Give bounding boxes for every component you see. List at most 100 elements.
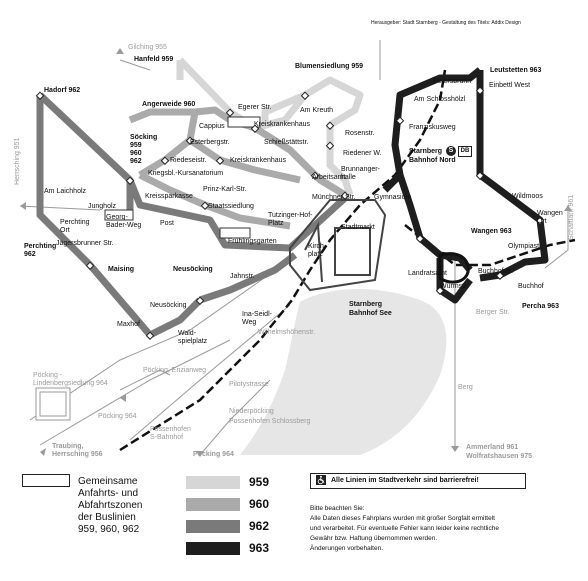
label-leutstetten: Leutstetten 963 [490, 67, 542, 74]
label-berger-str: Berger Str. [476, 309, 510, 316]
label-tutzinger-hof: Tutzinger-Hof- Platz [268, 212, 313, 227]
label-wolfratshausen: Wolfratshausen 975 [466, 453, 533, 460]
disclaimer-note: Bitte beachten Sie: Alle Daten dieses Fa… [310, 505, 499, 552]
label-wilhelmshoehenstr: Wilhelmshöhenstr. [258, 329, 316, 336]
zone-boxes [104, 116, 261, 239]
label-kreissparkasse: Kreissparkasse [145, 193, 193, 200]
label-brunnangerhalle: Brunnanger- halle [341, 166, 380, 181]
label-berg: Berg [458, 384, 473, 391]
label-muenchner-str: Münchner Str. [312, 194, 356, 201]
label-kreiskrankenhaus-1: Kreiskrankenhaus [254, 121, 311, 128]
label-neusoecking-2: Neusöcking [150, 302, 187, 309]
label-niederpoecking: Niederpöcking [229, 408, 274, 415]
s-bahn-icon: S [446, 146, 456, 156]
label-wildmoos: Wildmoos [512, 193, 543, 200]
label-franziskusweg: Franziskusweg [409, 124, 456, 131]
label-maxhof: Maxhof [117, 321, 140, 328]
label-hadorf: Hadorf 962 [44, 87, 81, 94]
label-pilotystrasse: Pilotystrasse [229, 381, 269, 388]
label-kreiskrankenhaus-2: Kreiskrankenhaus [230, 157, 287, 164]
label-fruehlingsgarten: Frühlingsgarten [228, 238, 277, 245]
label-blumensiedlung: Blumensiedlung 959 [295, 63, 364, 70]
label-prinz-karl: Prinz-Karl-Str. [203, 186, 247, 193]
label-wangen-ort: Wangen Ort [537, 210, 563, 225]
label-petersbrunn: Petersbrunn [433, 78, 472, 85]
label-ina-seidl-weg: Ina-Seidl- Weg [242, 311, 272, 326]
label-hanfeld: Hanfeld 959 [134, 56, 174, 63]
label-starnberg-see: Starnberg [349, 301, 383, 308]
label-georg-bader-weg: Georg- Bader-Weg [106, 214, 142, 229]
legend-swatch-960 [186, 498, 240, 511]
label-soecking: Söcking 959 960 962 [130, 134, 158, 165]
label-poecking-964: Pöcking 964 [98, 413, 137, 420]
label-wuermstr: Würmstr. [440, 283, 468, 290]
legend-zone-text: Gemeinsame Anfahrts- und Abfahrtszonen d… [78, 476, 143, 535]
legend-swatch-962 [186, 520, 240, 533]
legend-swatch-959 [186, 476, 240, 489]
label-percha-963: Percha 963 [522, 303, 559, 310]
db-icon: DB [458, 146, 472, 157]
label-schaeftlarn: Schäftlarn 961 [568, 194, 575, 240]
label-possenhofen-schlossberg: Possenhofen Schlossberg [229, 418, 311, 425]
stops [35, 86, 545, 340]
label-poecking-lindenberg: Pöcking - Lindenbergsiedlung 964 [33, 372, 108, 387]
label-esterbergstr: Esterbergstr. [190, 139, 230, 146]
label-einbettl: Einbettl West [489, 82, 531, 89]
credit-text: Herausgeber: Stadt Starnberg - Gestaltun… [371, 20, 521, 26]
label-kriegsbl: Kriegsbl.-Kursanatorium [148, 170, 224, 177]
label-am-kreuth: Am Kreuth [300, 107, 334, 114]
legend-label-962: 962 [249, 519, 270, 533]
label-stadtmarkt: Stadtmarkt [341, 224, 375, 231]
label-schlosshoelzl: Am Schlosshölzl [414, 96, 466, 103]
legend-zone-swatch [22, 474, 70, 487]
label-possenhofen-sbahnhof: Possenhofen S-Bahnhof [150, 426, 191, 441]
label-neusoecking: Neusöcking [173, 266, 213, 273]
label-poecking-enzianweg: Pöcking, Enzianweg [143, 367, 207, 374]
barrierefrei-notice: Alle Linien im Stadtverkehr sind barrier… [310, 473, 526, 489]
label-rosenstr: Rosenstr. [345, 130, 375, 137]
label-olympiastr: Olympiastr. [508, 243, 544, 250]
label-wangen-963: Wangen 963 [471, 228, 512, 235]
label-traubing-herrsching: Traubing, Herrsching 956 [52, 443, 103, 458]
road-network [19, 40, 569, 456]
label-buchhofstr: Buchhofstr. [478, 268, 514, 275]
legend-label-959: 959 [249, 475, 270, 489]
label-jaegersbrunner: Jägersbrunner Str. [56, 240, 114, 247]
label-ammerland: Ammerland 961 [466, 444, 519, 451]
label-poecking-964b: Pöcking 964 [193, 451, 234, 458]
label-riedeseistr: Riedeseistr. [170, 157, 207, 164]
label-arbeitsamt: Arbeitsamt [312, 174, 346, 181]
legend-swatch-963 [186, 542, 240, 555]
label-angerweide: Angerweide 960 [142, 101, 196, 108]
label-bahnhof-nord: Bahnhof Nord [409, 157, 456, 164]
label-buchhof: Buchhof [518, 283, 544, 290]
label-herrsching-951: Herrsching 951 [14, 137, 21, 185]
label-jahnstr: Jahnstr. [230, 273, 255, 280]
label-bahnhof-see: Bahnhof See [349, 310, 392, 317]
label-gymnasium: Gymnasium [374, 194, 412, 201]
label-landratsamt: Landratsamt [408, 270, 447, 277]
label-schiessstaett: Schießstättstr. [264, 139, 309, 146]
label-riedener-w: Riedener W. [343, 150, 382, 157]
label-gilching: Gilching 955 [128, 44, 167, 51]
label-laichholz: Am Laichholz [44, 188, 87, 195]
label-perchting-ort: Perchting Ort [60, 219, 90, 234]
label-perchting-962: Perchting 962 [24, 243, 57, 258]
label-jungholz: Jungholz [88, 203, 117, 210]
direction-arrows [20, 48, 572, 457]
line-963 [382, 67, 549, 304]
label-maising: Maising [108, 266, 135, 273]
barrierefrei-text: Alle Linien im Stadtverkehr sind barrier… [331, 477, 479, 484]
label-starnberg-nord: Starnberg [409, 148, 443, 155]
legend-label-960: 960 [249, 497, 270, 511]
lake [240, 288, 447, 455]
label-waldspielplatz: Wald- spielplatz [178, 330, 208, 345]
city-centre-loop [289, 199, 470, 292]
label-cappius: Cappius [199, 123, 225, 130]
legend-label-963: 963 [249, 541, 270, 555]
label-kirchplatz: Kirch- platz [308, 243, 327, 258]
label-staatssiedlung: Staatssiedlung [208, 203, 254, 210]
wheelchair-icon [316, 475, 326, 485]
label-post: Post [160, 220, 175, 227]
